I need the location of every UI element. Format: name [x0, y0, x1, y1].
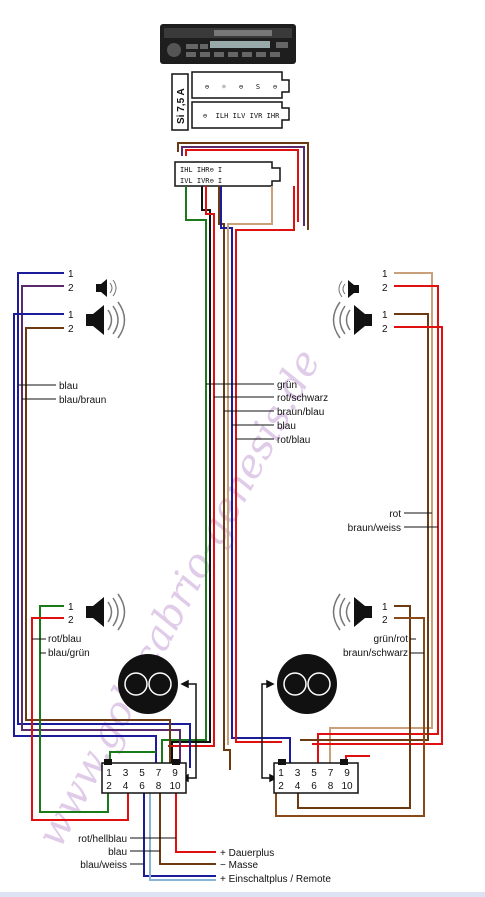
connector-a-pin: ⊖ — [239, 83, 243, 91]
plug-pin-number: 1 — [106, 768, 112, 779]
plug-pin-number: 10 — [169, 781, 181, 792]
bottom-left-leaders — [130, 837, 176, 865]
plug-pin-number: 8 — [156, 781, 162, 792]
left-bottom-wire-labels — [32, 638, 46, 654]
label-gruen: grün — [277, 380, 297, 391]
plug-pin-number: 2 — [106, 781, 112, 792]
svg-text:2: 2 — [68, 324, 74, 335]
label-blau-bottom: blau — [108, 847, 127, 858]
right-speaker-wires — [275, 272, 443, 817]
svg-text:1: 1 — [68, 310, 74, 321]
label-braun-weiss: braun/weiss — [348, 523, 401, 534]
plug-pin-number: 3 — [295, 768, 301, 779]
connector-a-pin-labels: ⊖ ☼ ⊖ S ⊖ — [205, 83, 277, 91]
speaker-icon — [96, 279, 117, 297]
svg-text:2: 2 — [382, 324, 388, 335]
connector-a-pin: ⊖ — [273, 83, 277, 91]
iso-connector-a: ⊖ ☼ ⊖ S ⊖ — [191, 71, 290, 99]
label-blau: blau — [59, 381, 78, 392]
label-blau-braun: blau/braun — [59, 395, 106, 406]
svg-text:1: 1 — [68, 602, 74, 613]
plug-pin-number: 4 — [295, 781, 301, 792]
plug-pin-number: 5 — [139, 768, 145, 779]
speaker-icon — [86, 301, 126, 339]
label-braun-blau: braun/blau — [277, 407, 324, 418]
svg-text:2: 2 — [382, 615, 388, 626]
label-blau: blau — [277, 421, 296, 432]
plug-pin-number: 6 — [139, 781, 145, 792]
fuse-label: Si 7,5 A — [176, 88, 187, 124]
speaker-icon — [332, 301, 372, 339]
plug-pin-number: 8 — [328, 781, 334, 792]
iso-connector-b: ⊖ ILH ILV IVR IHR — [191, 101, 290, 129]
plug-pin-number: 5 — [311, 768, 317, 779]
speaker-icon — [338, 280, 359, 298]
connector-a-pin: ⊖ — [205, 83, 209, 91]
label-blau-weiss: blau/weiss — [80, 860, 127, 871]
label-einschaltplus: + Einschaltplus / Remote — [220, 874, 331, 885]
label-dauerplus: + Dauerplus — [220, 848, 274, 859]
svg-text:1: 1 — [382, 269, 388, 280]
svg-text:1: 1 — [382, 602, 388, 613]
bottom-border — [0, 892, 485, 897]
plug-pin-number: 9 — [344, 768, 350, 779]
connector-b-pin: IHR — [267, 112, 280, 120]
label-rot: rot — [389, 509, 401, 520]
plug-pin-number: 7 — [328, 768, 334, 779]
label-rot-blau: rot/blau — [48, 634, 81, 645]
power-leads — [143, 790, 216, 881]
fuse-label-box: Si 7,5 A — [171, 73, 189, 131]
plug-pin-number: 1 — [278, 768, 284, 779]
right-bottom-wire-leaders — [410, 638, 424, 654]
speaker-icon — [332, 593, 372, 631]
connector-b-pin: ILV — [233, 112, 246, 120]
plug-pin-number: 3 — [123, 768, 129, 779]
adapter-plug: IHL IHR⊖ I IVL IVR⊖ I — [174, 161, 281, 187]
label-rot-schwarz: rot/schwarz — [277, 393, 328, 404]
connector-b-pin: ILH — [216, 112, 229, 120]
connector-b-pin: ⊖ — [203, 112, 207, 120]
subwoofer-icon — [118, 654, 178, 714]
plug-pin-number: 2 — [278, 781, 284, 792]
left-pin-numbers: 1 2 1 2 1 2 — [68, 269, 74, 626]
adapter-label-top: IHL IHR⊖ I — [180, 166, 222, 174]
connector-adapter-wires — [177, 142, 309, 230]
connector-a-pin: ☼ — [222, 83, 227, 91]
speaker-icon — [86, 593, 126, 631]
connector-b-pin: IVR — [250, 112, 263, 120]
plug-pin-number: 7 — [156, 768, 162, 779]
svg-text:1: 1 — [68, 269, 74, 280]
right-top-wire-leaders — [404, 512, 438, 528]
label-braun-schwarz: braun/schwarz — [343, 648, 408, 659]
right-pin-numbers: 1 2 1 2 1 2 — [382, 269, 388, 626]
plug-pin-number: 4 — [123, 781, 129, 792]
adapter-label-bottom: IVL IVR⊖ I — [180, 177, 222, 185]
label-gruen-rot: grün/rot — [374, 634, 409, 645]
svg-text:2: 2 — [382, 283, 388, 294]
radio-head-unit — [160, 24, 296, 64]
plug-pin-number: 6 — [311, 781, 317, 792]
label-rot-hellblau: rot/hellblau — [78, 834, 127, 845]
left-top-wire-labels — [18, 384, 56, 400]
connector-a-pin: S — [256, 83, 260, 91]
plug-pin-number: 10 — [341, 781, 353, 792]
center-wire-leaders — [206, 383, 274, 440]
subwoofer-icon — [277, 654, 337, 714]
svg-text:2: 2 — [68, 283, 74, 294]
label-rot-blau: rot/blau — [277, 435, 310, 446]
plug-pin-number: 9 — [172, 768, 178, 779]
label-masse: − Masse — [220, 860, 259, 871]
svg-text:1: 1 — [382, 310, 388, 321]
left-speaker-wires — [13, 272, 191, 821]
right-sub-arrow — [261, 679, 278, 783]
central-bundle — [161, 186, 295, 770]
connector-b-pin-labels: ⊖ ILH ILV IVR IHR — [203, 112, 280, 120]
svg-text:2: 2 — [68, 615, 74, 626]
label-blau-gruen: blau/grün — [48, 648, 90, 659]
